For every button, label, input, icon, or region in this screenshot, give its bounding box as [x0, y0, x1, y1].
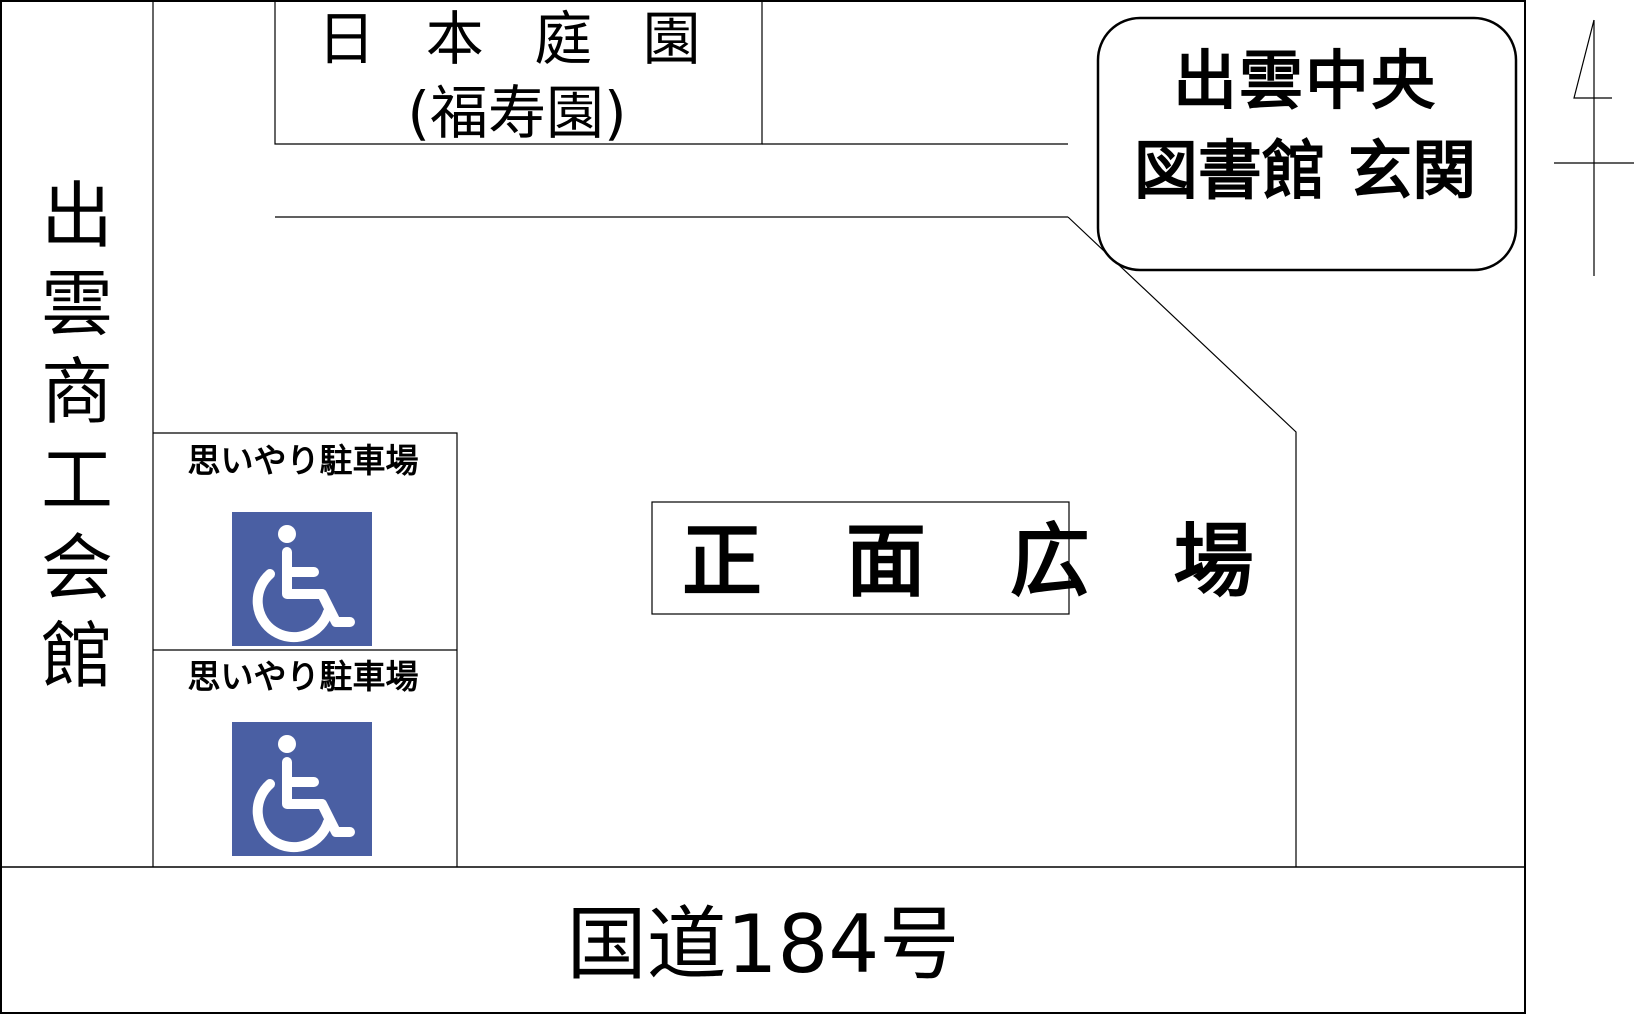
plaza-label: 正 面 広 場 [682, 515, 1282, 608]
parking-label-1: 思いやり駐車場 [187, 441, 419, 480]
wheelchair-sign-2 [232, 722, 372, 856]
parking-label-2: 思いやり駐車場 [187, 657, 419, 696]
library-label-line1: 出雲中央 [1173, 45, 1437, 119]
road-label: 国道184号 [566, 898, 960, 991]
chamber-hall-label: 出雲商工会館 [40, 174, 113, 698]
garden-boundary [274, 0, 763, 145]
map-border [0, 0, 1526, 1014]
library-entrance-box [1096, 16, 1518, 272]
wheelchair-icon [252, 525, 355, 643]
garden-alias-label: (福寿園) [407, 79, 627, 147]
wheelchair-sign-1 [232, 512, 372, 646]
plaza-label-box [651, 501, 1070, 615]
wheelchair-icon [252, 735, 355, 853]
building-edge [1067, 216, 1297, 867]
garden-name-label: 日 本 庭 園 [317, 5, 717, 73]
parking-area-boundary [153, 432, 458, 867]
library-label-line2: 図書館 玄関 [1133, 135, 1477, 209]
north-arrow-icon [1554, 19, 1634, 276]
